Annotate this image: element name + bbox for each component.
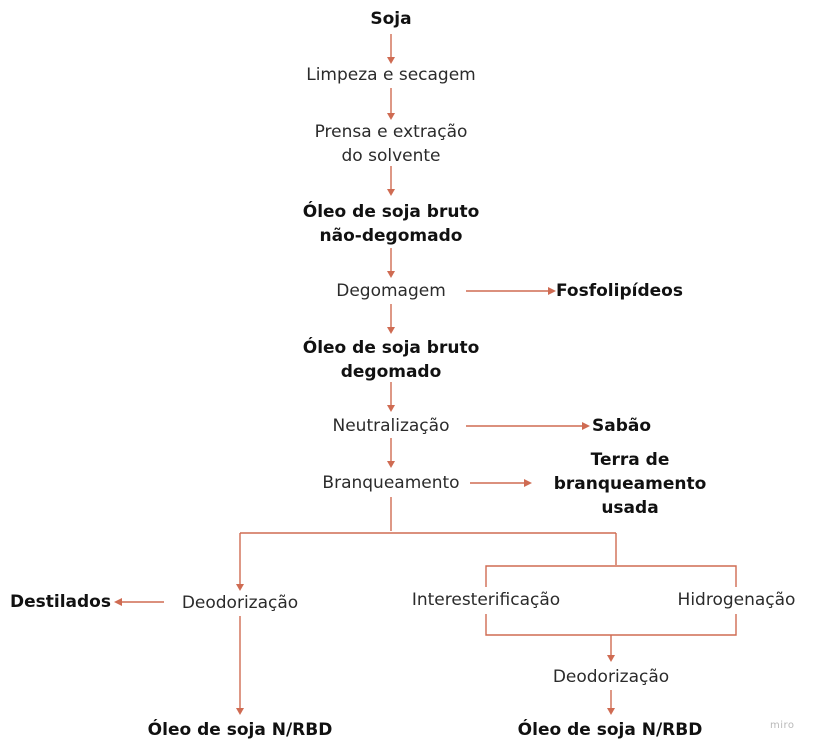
node-bruto-nao-degomado-line-1: Óleo de soja bruto (302, 202, 480, 222)
node-branqueamento: Branqueamento (322, 473, 460, 493)
node-prensa-line-2: do solvente (341, 146, 441, 166)
node-terra-line-1: Terra de (590, 450, 670, 470)
arrowhead (114, 598, 122, 606)
node-limpeza-secagem: Limpeza e secagem (306, 65, 476, 85)
arrowhead (548, 287, 556, 295)
node-terra-line-3: usada (601, 498, 659, 518)
arrowhead (387, 327, 395, 334)
node-bruto-degomado-line-1: Óleo de soja bruto (302, 338, 480, 358)
arrowhead (387, 57, 395, 64)
node-neutralizacao: Neutralização (332, 416, 450, 436)
node-prensa-line-1: Prensa e extração (314, 122, 468, 142)
node-bruto-degomado-line-2: degomado (340, 362, 442, 382)
arrowhead (387, 113, 395, 120)
arrowhead (582, 422, 590, 430)
arrowhead (387, 461, 395, 468)
node-terra-line-2: branqueamento (553, 474, 707, 494)
node-fosfolipideos: Fosfolipídeos (556, 281, 683, 301)
arrowhead (387, 271, 395, 278)
arrowhead (236, 708, 244, 715)
node-deodorizacao-2: Deodorização (552, 667, 670, 687)
watermark: miro (770, 720, 795, 731)
arrowhead (387, 189, 395, 196)
node-deodorizacao-1: Deodorização (181, 593, 299, 613)
node-final-nrbd-2: Óleo de soja N/RBD (517, 720, 703, 740)
arrowhead (387, 405, 395, 412)
arrowhead (607, 708, 615, 715)
node-sabao: Sabão (592, 416, 652, 436)
bracket-top (485, 565, 737, 587)
arrowhead (524, 479, 532, 487)
node-destilados: Destilados (10, 592, 111, 612)
node-hidrogenacao: Hidrogenação (677, 590, 796, 610)
node-bruto-nao-degomado-line-2: não-degomado (319, 226, 463, 246)
arrowhead (236, 584, 244, 591)
node-degomagem: Degomagem (336, 281, 446, 301)
bracket-bottom (485, 614, 737, 636)
node-soja: Soja (370, 9, 412, 29)
node-interesterificacao: Interesterificação (411, 590, 561, 610)
node-final-nrbd-1: Óleo de soja N/RBD (147, 720, 333, 740)
arrowhead (607, 655, 615, 662)
